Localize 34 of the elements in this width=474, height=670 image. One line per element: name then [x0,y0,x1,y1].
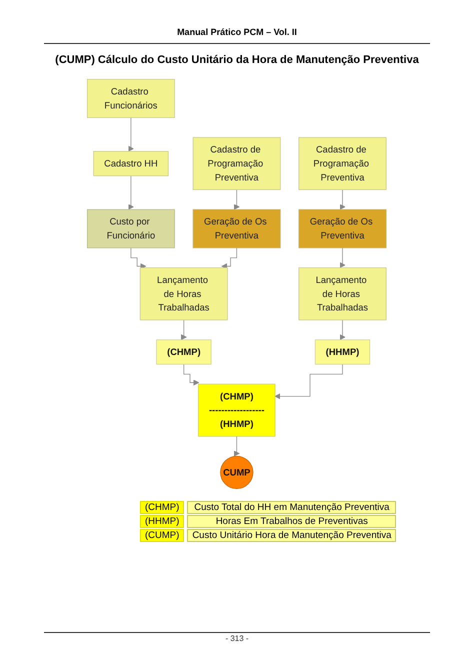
process-box: (CHMP) ------------------ (HHMP) [198,384,276,437]
arrow [130,248,146,270]
process-box: Geração de Os Preventiva [298,209,387,248]
abbreviation-cell: (HHMP) [140,515,184,528]
process-box: Lançamento de Horas Trabalhadas [298,267,387,320]
arrow [234,189,240,210]
process-box: Cadastro Funcionários [87,78,176,118]
page-number: - 313 - [224,634,250,643]
abbreviation-cell: (CHMP) [140,501,184,514]
definition-cell: Custo Total do HH em Manutenção Preventiva [187,501,396,514]
running-header: Manual Prático PCM – Vol. II [176,27,298,37]
arrow [184,364,200,386]
process-box: Cadastro de Programação Preventiva [298,137,387,190]
process-box: (HHMP) [315,339,370,365]
arrow [234,436,240,456]
arrow [340,320,346,340]
process-box: (CHMP) [156,339,212,365]
process-box: Cadastro HH [94,151,169,176]
arrow [340,189,346,210]
diagram-title: (CUMP) Cálculo do Custo Unitário da Hora de Manutenção Preventiva [54,54,420,66]
result-circle: CUMP [220,456,254,490]
arrow [128,176,134,210]
definition-cell: Horas Em Trabalhos de Preventivas [187,515,396,528]
arrow [274,364,344,400]
abbreviation-cell: (CUMP) [140,529,184,542]
arrow [181,320,187,340]
definition-cell: Custo Unitário Hora de Manutenção Preventiva [187,529,396,542]
arrow [340,248,346,268]
process-box: Lançamento de Horas Trabalhadas [140,267,228,320]
arrow [128,117,134,152]
process-box: Geração de Os Preventiva [193,209,281,248]
process-box: Cadastro de Programação Preventiva [193,137,281,190]
process-box: Custo por Funcionário [87,209,176,248]
arrow [222,248,238,270]
